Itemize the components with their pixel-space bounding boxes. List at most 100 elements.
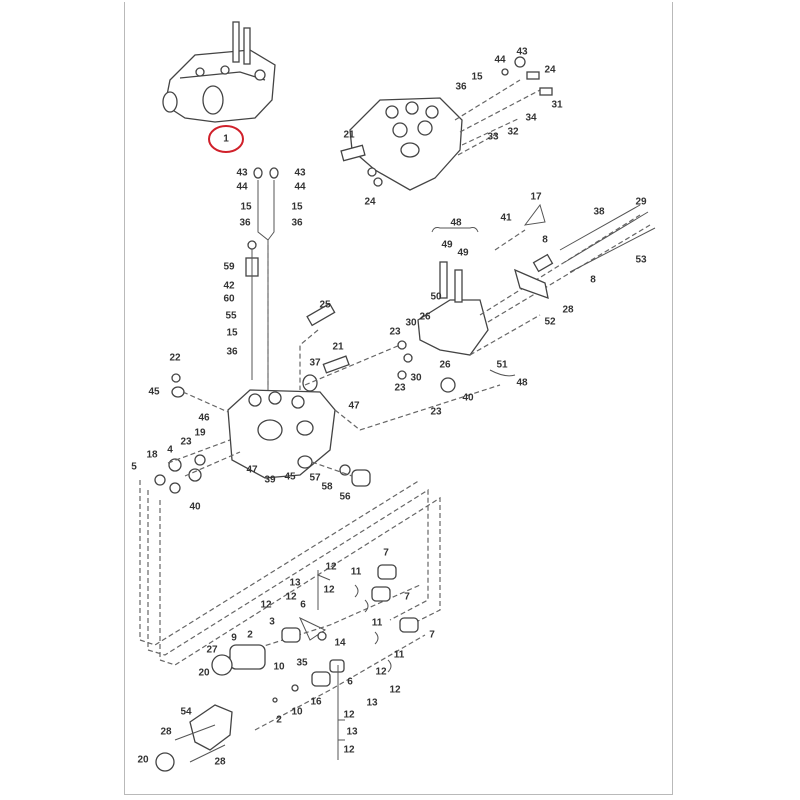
part-callout: 7: [429, 630, 435, 641]
part-callout: 12: [389, 685, 401, 696]
part-callout: 2: [247, 630, 253, 641]
part-callout: 40: [462, 393, 474, 404]
part-callout: 15: [291, 202, 303, 213]
part-callout: 55: [225, 311, 237, 322]
part-callout: 6: [300, 600, 306, 611]
part-callout: 44: [494, 55, 506, 66]
part-callout: 13: [366, 698, 378, 709]
part-callout: 57: [309, 473, 321, 484]
part-callout: 29: [635, 197, 647, 208]
part-callout: 19: [194, 428, 206, 439]
part-callout: 60: [223, 294, 235, 305]
part-callout: 28: [214, 757, 226, 768]
part-callout: 36: [291, 218, 303, 229]
part-callout: 27: [206, 645, 218, 656]
valve-body-rear: [340, 56, 553, 191]
part-callout: 40: [189, 502, 201, 513]
part-callout: 12: [285, 592, 297, 603]
part-callout: 13: [289, 578, 301, 589]
part-callout: 35: [296, 658, 308, 669]
part-callout: 13: [346, 727, 358, 738]
part-callout: 38: [593, 207, 605, 218]
part-callout: 47: [246, 465, 258, 476]
part-callout: 18: [146, 450, 158, 461]
part-callout: 12: [375, 667, 387, 678]
part-callout: 42: [223, 281, 235, 292]
part-callout: 2: [276, 715, 282, 726]
part-callout: 15: [471, 72, 483, 83]
part-callout: 12: [343, 745, 355, 756]
part-callout: 48: [450, 218, 462, 229]
part-callout: 26: [419, 312, 431, 323]
valve-assembly-image: [162, 21, 276, 123]
part-callout: 11: [372, 618, 383, 629]
part-callout: 44: [236, 182, 248, 193]
part-callout: 47: [348, 401, 360, 412]
part-callout: 54: [180, 707, 192, 718]
part-callout: 8: [542, 235, 548, 246]
part-callout: 34: [525, 113, 537, 124]
part-callout: 15: [226, 328, 238, 339]
part-callout: 6: [347, 677, 353, 688]
part-callout: 51: [496, 360, 508, 371]
part-callout: 10: [273, 662, 285, 673]
part-callout: 36: [226, 347, 238, 358]
circuit-dashed-lines: [139, 479, 441, 731]
part-callout: 11: [351, 567, 362, 578]
part-callout: 21: [343, 130, 355, 141]
part-callout: 53: [635, 255, 647, 266]
valve-body-front: [154, 302, 501, 494]
part-callout: 30: [410, 373, 422, 384]
callout-highlighted: 1: [223, 134, 229, 145]
part-callout: 26: [439, 360, 451, 371]
part-callout: 8: [590, 275, 596, 286]
part-callout: 10: [291, 707, 303, 718]
part-callout: 50: [430, 292, 442, 303]
part-callout: 12: [325, 562, 337, 573]
part-callout: 43: [516, 47, 528, 58]
part-callout: 43: [294, 168, 306, 179]
part-callout: 3: [269, 617, 275, 628]
highlight-circle: [208, 125, 244, 153]
part-callout: 46: [198, 413, 210, 424]
part-callout: 23: [180, 437, 192, 448]
part-callout: 14: [334, 638, 346, 649]
spool-stem-parts: [245, 167, 279, 390]
part-callout: 12: [343, 710, 355, 721]
part-callout: 11: [394, 650, 405, 661]
part-callout: 20: [198, 668, 210, 679]
part-callout: 41: [500, 213, 512, 224]
part-callout: 31: [551, 100, 563, 111]
part-callout: 58: [321, 482, 333, 493]
part-callout: 12: [260, 600, 272, 611]
part-callout: 33: [487, 132, 499, 143]
part-callout: 20: [137, 755, 149, 766]
part-callout: 5: [131, 462, 137, 473]
part-callout: 36: [239, 218, 251, 229]
part-callout: 23: [430, 407, 442, 418]
part-callout: 39: [264, 475, 276, 486]
part-callout: 36: [455, 82, 467, 93]
cartridge-parts: [155, 564, 419, 772]
part-callout: 37: [309, 358, 321, 369]
part-callout: 23: [394, 383, 406, 394]
part-callout: 28: [160, 727, 172, 738]
part-callout: 23: [389, 327, 401, 338]
part-callout: 24: [364, 197, 376, 208]
part-callout: 49: [441, 240, 453, 251]
part-callout: 43: [236, 168, 248, 179]
part-callout: 44: [294, 182, 306, 193]
part-callout: 24: [544, 65, 556, 76]
part-callout: 28: [562, 305, 574, 316]
part-callout: 17: [530, 192, 542, 203]
part-callout: 56: [339, 492, 351, 503]
part-callout: 21: [332, 342, 344, 353]
part-callout: 52: [544, 317, 556, 328]
part-callouts: 1434424153631343233212443441536434415365…: [131, 47, 647, 768]
part-callout: 9: [231, 633, 237, 644]
part-callout: 22: [169, 353, 181, 364]
part-callout: 32: [507, 127, 519, 138]
part-callout: 7: [383, 548, 389, 559]
part-callout: 15: [240, 202, 252, 213]
